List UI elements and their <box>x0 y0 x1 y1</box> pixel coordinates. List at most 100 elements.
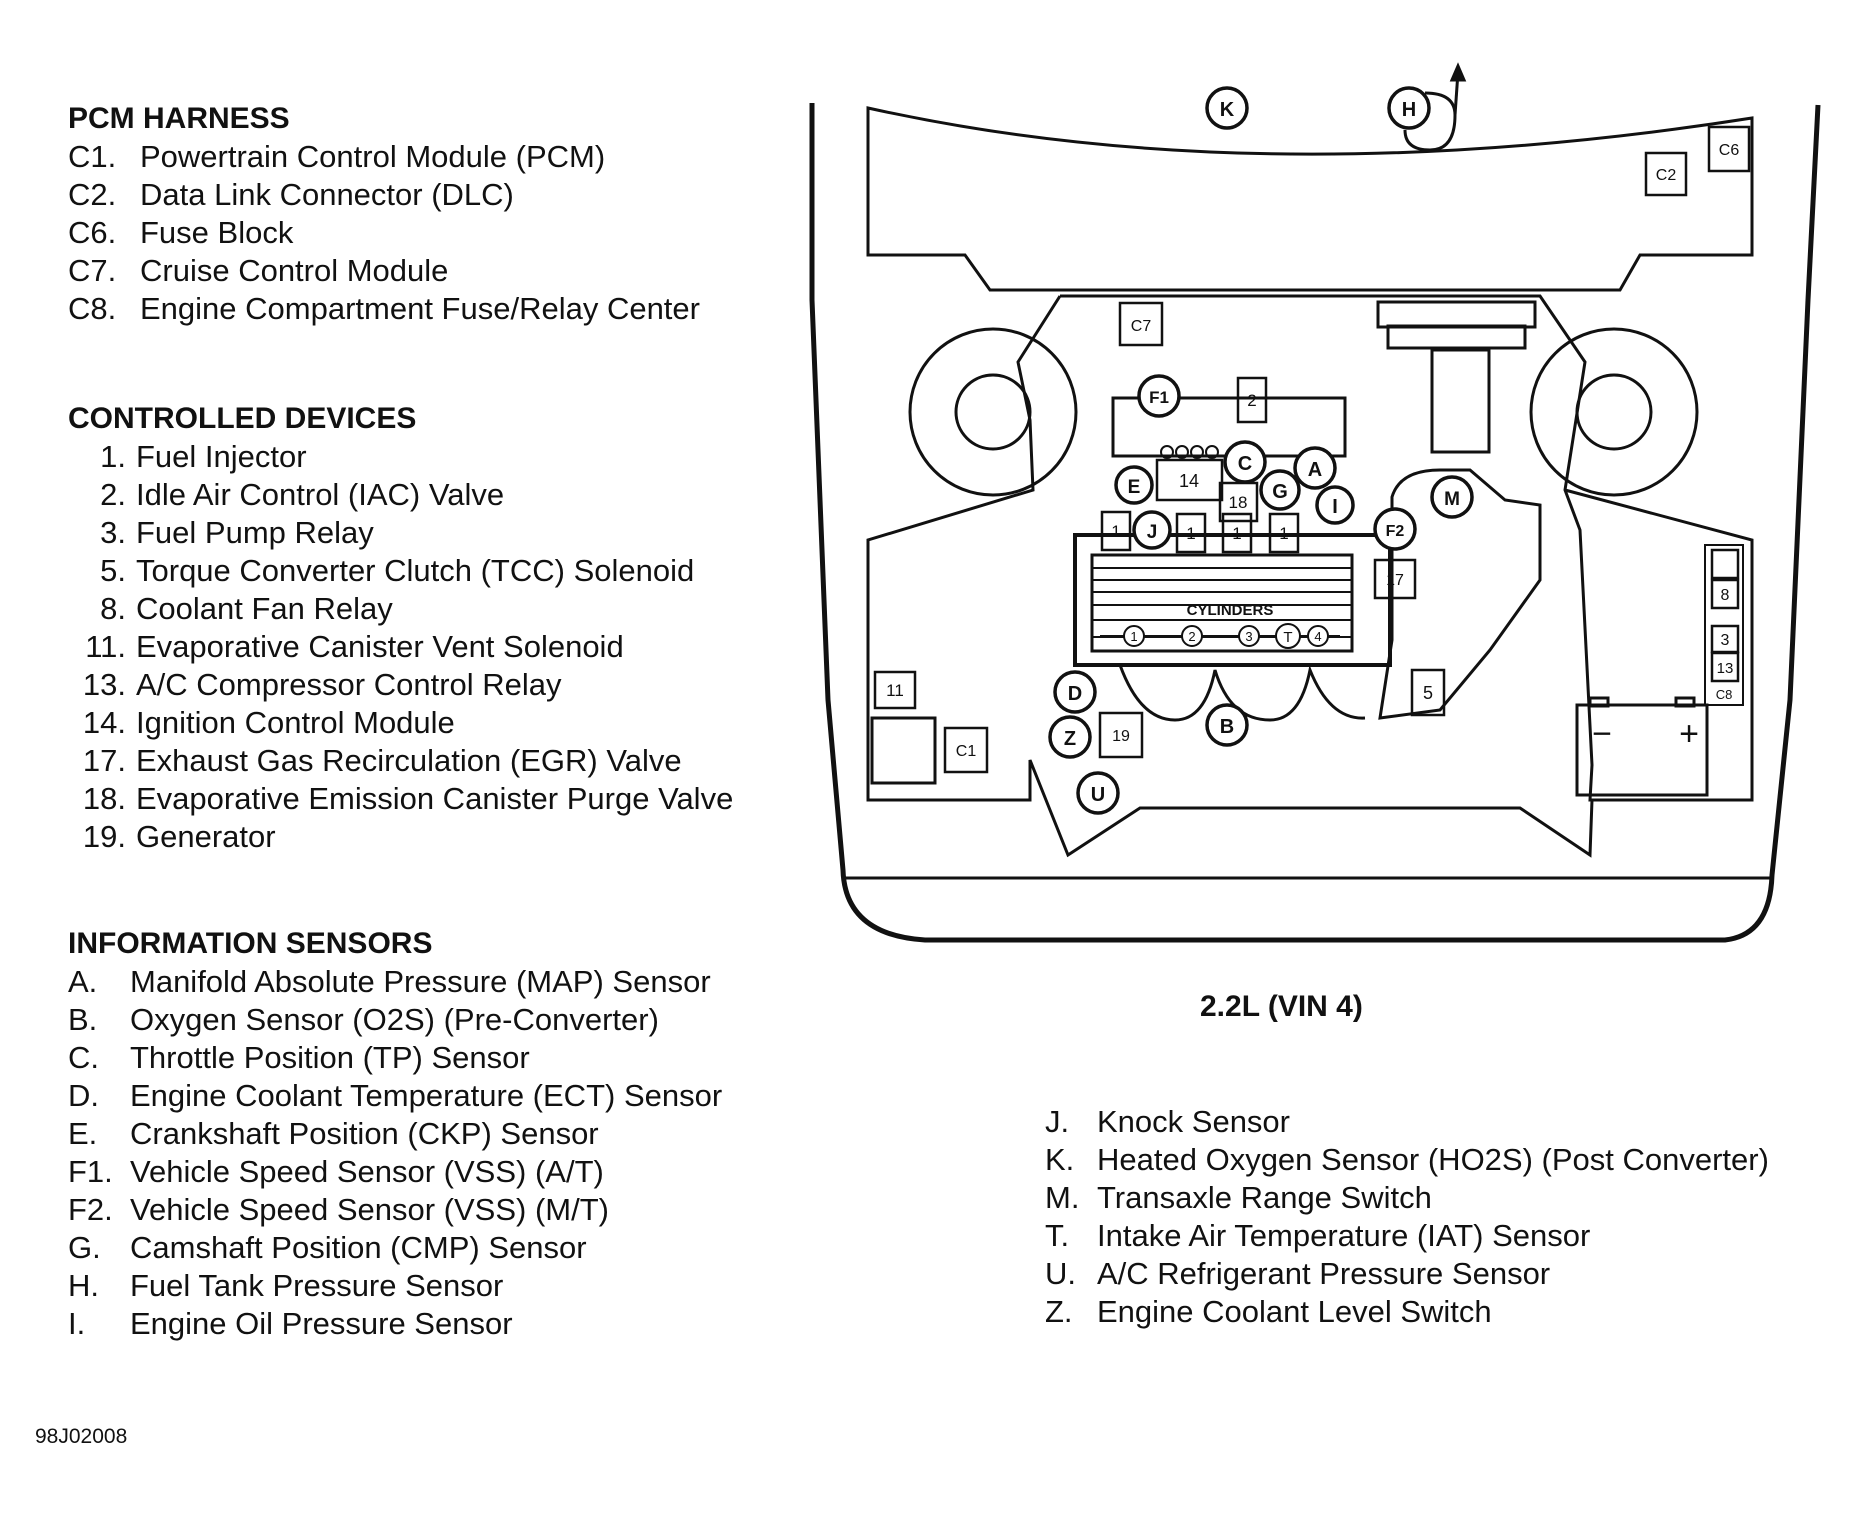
legend-item: 18.Evaporative Emission Canister Purge V… <box>68 780 733 818</box>
label-17: 17 <box>1386 572 1404 589</box>
air-cleaner-lid <box>1386 324 1527 350</box>
legend-label: Engine Coolant Level Switch <box>1097 1294 1492 1329</box>
pcm-harness-legend: PCM HARNESS C1.Powertrain Control Module… <box>68 100 700 328</box>
legend-label: Oxygen Sensor (O2S) (Pre-Converter) <box>130 1002 659 1037</box>
legend-code: 3. <box>100 515 126 550</box>
legend-label: Torque Converter Clutch (TCC) Solenoid <box>136 553 695 588</box>
legend-item: 8. Coolant Fan Relay <box>68 590 733 628</box>
legend-item: K.Heated Oxygen Sensor (HO2S) (Post Conv… <box>1045 1141 1769 1179</box>
legend-item: 14. Ignition Control Module <box>68 704 733 742</box>
legend-label: Evaporative Canister Vent Solenoid <box>136 629 624 664</box>
valve-cover <box>1090 553 1354 653</box>
label-c1: C1 <box>956 743 977 760</box>
legend-code: 1. <box>100 439 126 474</box>
label-1b: 1 <box>1186 524 1195 543</box>
label-box-2 <box>1236 376 1268 424</box>
legend-label: Fuel Pump Relay <box>136 515 374 550</box>
legend-code: M. <box>1045 1180 1080 1215</box>
label-box-19 <box>1098 711 1144 759</box>
label-j: J <box>1147 522 1158 543</box>
label-box-1b <box>1175 512 1207 554</box>
compartment-outline <box>866 294 1754 858</box>
legend-code: 11. <box>85 629 126 664</box>
legend-code: U. <box>1045 1256 1076 1291</box>
label-box-c6 <box>1707 125 1751 173</box>
legend-item: 11. Evaporative Canister Vent Solenoid <box>68 628 733 666</box>
left-strut-inner <box>954 373 1032 451</box>
label-box-1c <box>1221 512 1253 554</box>
legend-code: J. <box>1045 1104 1070 1139</box>
label-box-13 <box>1710 651 1740 683</box>
legend-item: C8.Engine Compartment Fuse/Relay Center <box>68 290 700 328</box>
legend-label: Fuel Tank Pressure Sensor <box>130 1268 504 1303</box>
label-t: T <box>1283 629 1292 646</box>
legend-label: Cruise Control Module <box>140 253 449 288</box>
legend-item: F1.Vehicle Speed Sensor (VSS) (A/T) <box>68 1153 722 1191</box>
label-box-5 <box>1410 668 1446 717</box>
label-13: 13 <box>1717 660 1734 677</box>
label-d: D <box>1068 683 1082 705</box>
label-1a: 1 <box>1111 522 1120 541</box>
legend-label: Engine Coolant Temperature (ECT) Sensor <box>130 1078 723 1113</box>
label-e: E <box>1128 477 1141 498</box>
information-sensors-legend-continued: J.Knock Sensor K.Heated Oxygen Sensor (H… <box>1045 1103 1769 1331</box>
controlled-devices-heading: CONTROLLED DEVICES <box>68 402 417 435</box>
label-b: B <box>1220 716 1234 738</box>
label-box-18 <box>1218 481 1259 523</box>
label-box-c7 <box>1118 301 1164 347</box>
legend-label: Evaporative Emission Canister Purge Valv… <box>136 781 734 816</box>
label-box-c1 <box>943 726 989 774</box>
legend-label: Vehicle Speed Sensor (VSS) (A/T) <box>130 1154 604 1189</box>
label-18: 18 <box>1229 493 1248 512</box>
legend-code: B. <box>68 1002 98 1037</box>
label-3: 3 <box>1721 632 1730 649</box>
legend-item: A.Manifold Absolute Pressure (MAP) Senso… <box>68 963 722 1001</box>
legend-label: Engine Compartment Fuse/Relay Center <box>140 291 700 326</box>
pcm-module <box>870 716 937 785</box>
air-duct <box>1430 348 1491 454</box>
legend-item: T.Intake Air Temperature (IAT) Sensor <box>1045 1217 1769 1255</box>
cylinder-3: 3 <box>1245 629 1252 644</box>
legend-label: Exhaust Gas Recirculation (EGR) Valve <box>136 743 682 778</box>
legend-item: C1.Powertrain Control Module (PCM) <box>68 138 700 176</box>
legend-label: Camshaft Position (CMP) Sensor <box>130 1230 587 1265</box>
air-cleaner <box>1376 300 1537 329</box>
body-outline <box>809 103 1821 943</box>
legend-item: C.Throttle Position (TP) Sensor <box>68 1039 722 1077</box>
label-f1: F1 <box>1149 388 1169 407</box>
diagram-caption: 2.2L (VIN 4) <box>1200 990 1363 1023</box>
pcm-harness-heading: PCM HARNESS <box>68 102 290 135</box>
legend-label: Coolant Fan Relay <box>136 591 393 626</box>
legend-code: 8. <box>100 591 126 626</box>
fuel-tank-hose <box>1403 91 1457 152</box>
right-strut-tower <box>1529 327 1699 497</box>
label-box-8 <box>1710 578 1740 610</box>
legend-label: Heated Oxygen Sensor (HO2S) (Post Conver… <box>1097 1142 1769 1177</box>
legend-label: A/C Compressor Control Relay <box>136 667 562 702</box>
cylinder-1: 1 <box>1130 629 1137 644</box>
legend-code: 13. <box>82 667 126 702</box>
legend-label: Data Link Connector (DLC) <box>140 177 514 212</box>
legend-label: Powertrain Control Module (PCM) <box>140 139 606 174</box>
legend-code: 14. <box>82 705 126 740</box>
legend-code: 17. <box>82 743 126 778</box>
legend-label: Throttle Position (TP) Sensor <box>130 1040 530 1075</box>
legend-item: J.Knock Sensor <box>1045 1103 1769 1141</box>
information-sensors-legend: INFORMATION SENSORS A.Manifold Absolute … <box>68 925 722 1343</box>
label-f2: F2 <box>1386 523 1405 540</box>
legend-code: E. <box>68 1116 98 1151</box>
legend-label: Ignition Control Module <box>136 705 455 740</box>
legend-item: U.A/C Refrigerant Pressure Sensor <box>1045 1255 1769 1293</box>
label-11: 11 <box>886 681 904 700</box>
legend-code: I. <box>68 1306 86 1341</box>
legend-code: C7. <box>68 253 117 288</box>
label-box-1a <box>1100 510 1132 552</box>
label-h: H <box>1402 99 1416 121</box>
legend-item: B. Oxygen Sensor (O2S) (Pre-Converter) <box>68 1001 722 1039</box>
legend-label: Crankshaft Position (CKP) Sensor <box>130 1116 599 1151</box>
legend-code: Z. <box>1045 1294 1073 1329</box>
information-sensors-heading: INFORMATION SENSORS <box>68 927 433 960</box>
legend-item: 1.Fuel Injector <box>68 438 733 476</box>
legend-label: Transaxle Range Switch <box>1097 1180 1432 1215</box>
